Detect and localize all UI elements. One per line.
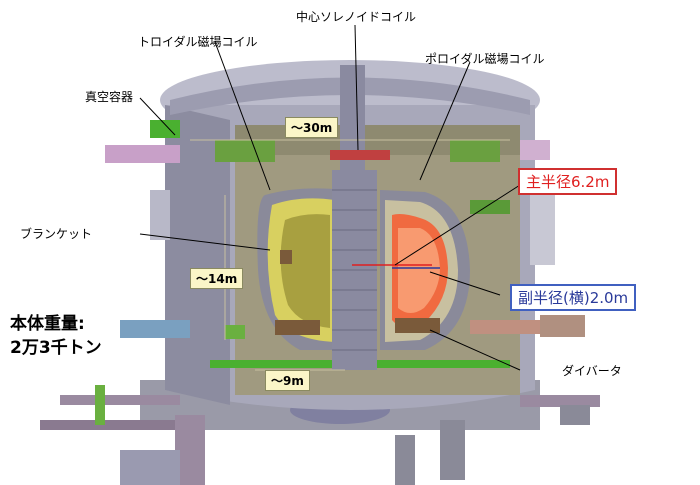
label-blanket: ブランケット [20, 227, 93, 241]
label-poloidal-coil: ポロイダル磁場コイル [425, 52, 545, 66]
weight-line-1: 本体重量: [10, 314, 85, 334]
dimension-width: ～30m [285, 117, 339, 138]
weight-label: 本体重量: 2万3千トン [10, 312, 102, 360]
dimension-depth: ～9m [265, 370, 310, 391]
label-toroidal-coil: トロイダル磁場コイル [138, 35, 258, 49]
weight-line-2: 2万3千トン [10, 338, 102, 358]
label-central-solenoid: 中心ソレノイドコイル [296, 10, 417, 24]
label-vacuum-vessel: 真空容器 [85, 90, 134, 104]
dimension-height: ～14m [190, 268, 244, 289]
label-divertor: ダイバータ [562, 364, 622, 378]
minor-radius-callout: 副半径(横)2.0m [510, 284, 637, 311]
major-radius-callout: 主半径6.2m [518, 168, 618, 195]
